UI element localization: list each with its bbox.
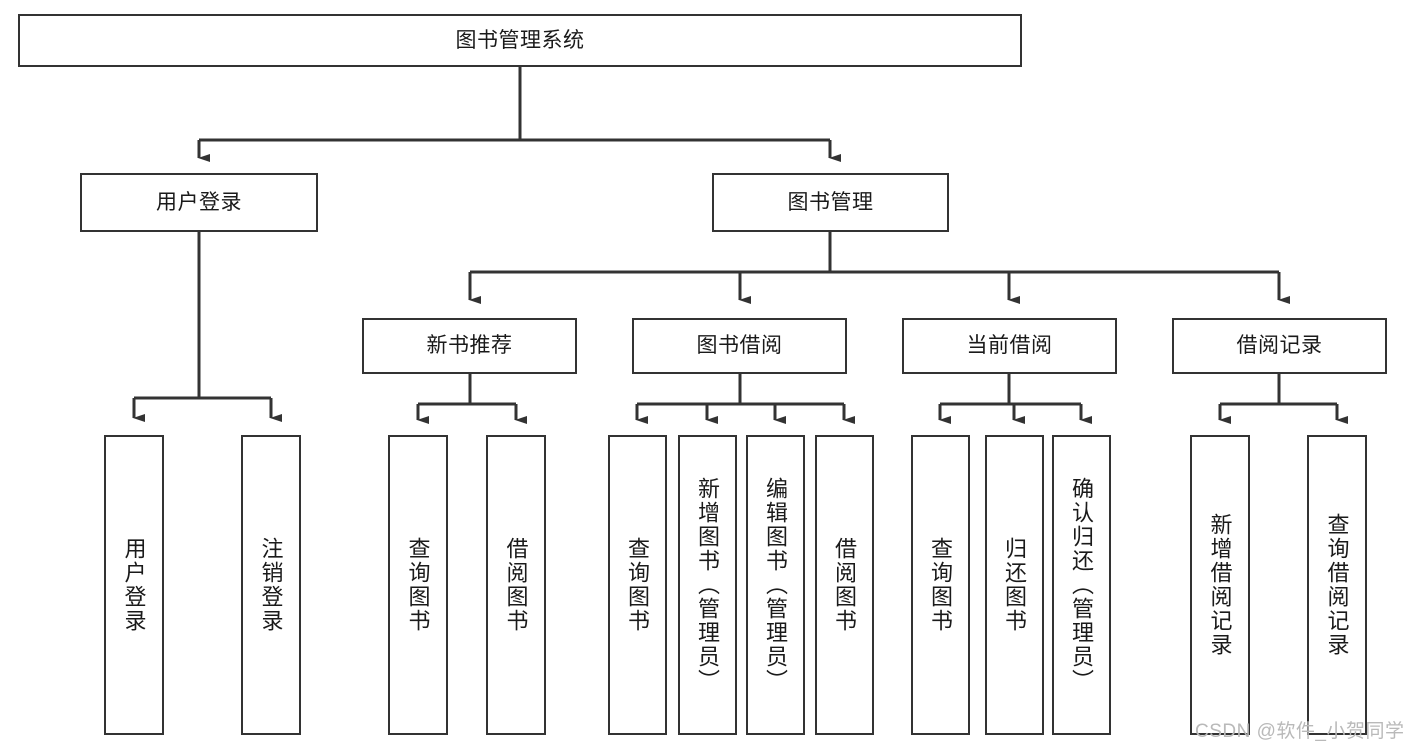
- node-leaf-user-login[interactable]: 用户登录: [104, 435, 164, 735]
- node-leaf-user-login-label: 用户登录: [121, 537, 147, 633]
- edge-root-to-level2: [197, 67, 841, 162]
- node-leaf-query-borrow-record[interactable]: 查询借阅记录: [1307, 435, 1367, 735]
- node-leaf-add-book-admin-label: 新增图书（管理员）: [695, 477, 721, 693]
- node-book-manage-label: 图书管理: [787, 190, 874, 214]
- node-leaf-confirm-return-admin-label: 确认归还（管理员）: [1069, 477, 1095, 693]
- node-book-borrow[interactable]: 图书借阅: [632, 318, 847, 374]
- edge-borrow-record-to-leaves: [1218, 374, 1348, 424]
- node-borrow-record[interactable]: 借阅记录: [1172, 318, 1387, 374]
- node-leaf-borrow-book-recommend-label: 借阅图书: [503, 537, 529, 633]
- node-new-book-recommend-label: 新书推荐: [426, 334, 513, 358]
- node-root-label: 图书管理系统: [455, 28, 585, 52]
- node-leaf-edit-book-admin-label: 编辑图书（管理员）: [763, 477, 789, 693]
- node-leaf-return-book[interactable]: 归还图书: [985, 435, 1044, 735]
- node-leaf-edit-book-admin[interactable]: 编辑图书（管理员）: [746, 435, 805, 735]
- edge-new-book-recommend-to-leaves: [416, 374, 527, 424]
- node-leaf-query-borrow-record-label: 查询借阅记录: [1324, 513, 1350, 657]
- node-book-manage[interactable]: 图书管理: [712, 173, 949, 232]
- edge-user-login-to-leaves: [132, 232, 282, 422]
- node-leaf-logout-login[interactable]: 注销登录: [241, 435, 301, 735]
- node-user-login[interactable]: 用户登录: [80, 173, 318, 232]
- node-book-borrow-label: 图书借阅: [696, 334, 783, 358]
- node-leaf-logout-login-label: 注销登录: [258, 537, 284, 633]
- node-leaf-add-book-admin[interactable]: 新增图书（管理员）: [678, 435, 737, 735]
- edge-book-borrow-to-leaves: [635, 374, 855, 424]
- node-current-borrow-label: 当前借阅: [966, 334, 1053, 358]
- node-leaf-borrow-book[interactable]: 借阅图书: [815, 435, 874, 735]
- node-user-login-label: 用户登录: [156, 190, 242, 214]
- node-leaf-borrow-book-label: 借阅图书: [832, 537, 858, 633]
- node-leaf-query-book-recommend[interactable]: 查询图书: [388, 435, 448, 735]
- node-leaf-add-borrow-record-label: 新增借阅记录: [1207, 513, 1233, 657]
- node-current-borrow[interactable]: 当前借阅: [902, 318, 1117, 374]
- node-leaf-query-book-current[interactable]: 查询图书: [911, 435, 970, 735]
- node-leaf-query-book-borrow[interactable]: 查询图书: [608, 435, 667, 735]
- node-leaf-query-book-current-label: 查询图书: [928, 537, 954, 633]
- node-new-book-recommend[interactable]: 新书推荐: [362, 318, 577, 374]
- node-leaf-confirm-return-admin[interactable]: 确认归还（管理员）: [1052, 435, 1111, 735]
- node-leaf-return-book-label: 归还图书: [1002, 537, 1028, 633]
- node-leaf-query-book-borrow-label: 查询图书: [625, 537, 651, 633]
- edge-book-manage-to-level3: [468, 232, 1290, 304]
- node-borrow-record-label: 借阅记录: [1236, 334, 1323, 358]
- node-leaf-borrow-book-recommend[interactable]: 借阅图书: [486, 435, 546, 735]
- node-root-system[interactable]: 图书管理系统: [18, 14, 1022, 67]
- node-leaf-query-book-recommend-label: 查询图书: [405, 537, 431, 633]
- edge-current-borrow-to-leaves: [938, 374, 1092, 424]
- node-leaf-add-borrow-record[interactable]: 新增借阅记录: [1190, 435, 1250, 735]
